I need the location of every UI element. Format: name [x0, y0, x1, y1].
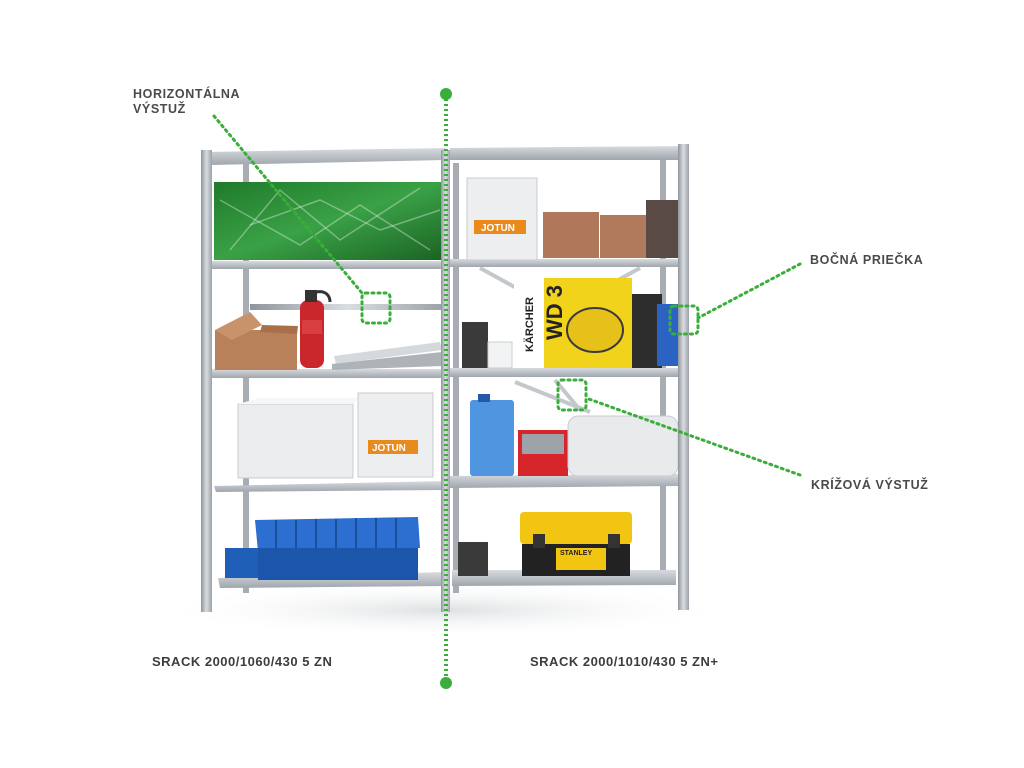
center-divider [440, 88, 452, 689]
dark-divider [458, 542, 488, 576]
model-name-left: SRACK 2000/1060/430 5 ZN [152, 654, 333, 669]
back-upright-middle [453, 163, 459, 593]
green-wrapped-package [214, 182, 442, 260]
blue-bin-tray [225, 517, 420, 580]
horizontal-reinforcement-bar [250, 304, 445, 310]
jotun-label: JOTUN [372, 443, 406, 454]
dark-box [646, 200, 678, 258]
label-side-crossbar: BOČNÁ PRIEČKA [810, 253, 924, 267]
front-upright-left [201, 150, 212, 612]
blue-canister [470, 394, 514, 476]
cardboard-box-small [543, 212, 599, 258]
wd3-label: WD 3 [542, 285, 567, 340]
jotun-box-left: JOTUN [357, 392, 434, 478]
small-black-box [462, 322, 488, 368]
callout-horizontal-reinforcement [212, 114, 392, 325]
callout-side-crossbar [668, 262, 802, 336]
jotun-box-right: JOTUN [466, 177, 538, 261]
small-white-box [487, 341, 513, 369]
karcher-label: KÄRCHER [523, 297, 536, 352]
label-horizontal-reinforcement: HORIZONTÁLNA VÝSTUŽ [133, 87, 273, 117]
model-name-right: SRACK 2000/1010/430 5 ZN+ [530, 654, 719, 669]
front-upright-right [678, 144, 689, 610]
label-line-1: HORIZONTÁLNA [133, 87, 241, 101]
stanley-label: STANLEY [560, 550, 592, 557]
shelves [205, 146, 688, 588]
label-line-2: VÝSTUŽ [133, 102, 186, 116]
callout-cross-reinforcement [556, 378, 802, 477]
red-parts-tray [518, 430, 568, 476]
stanley-toolbox: STANLEY [520, 512, 632, 576]
karcher-wd3-box: KÄRCHER WD 3 [514, 278, 632, 368]
cardboard-box-small [600, 215, 652, 258]
label-cross-reinforcement: KRÍŽOVÁ VÝSTUŽ [811, 478, 929, 492]
jotun-label: JOTUN [481, 223, 515, 234]
blue-device [657, 304, 679, 366]
cardboard-box-open [215, 312, 298, 370]
fire-extinguisher [300, 290, 332, 368]
white-box-large [237, 398, 360, 479]
flat-panels [332, 342, 442, 370]
